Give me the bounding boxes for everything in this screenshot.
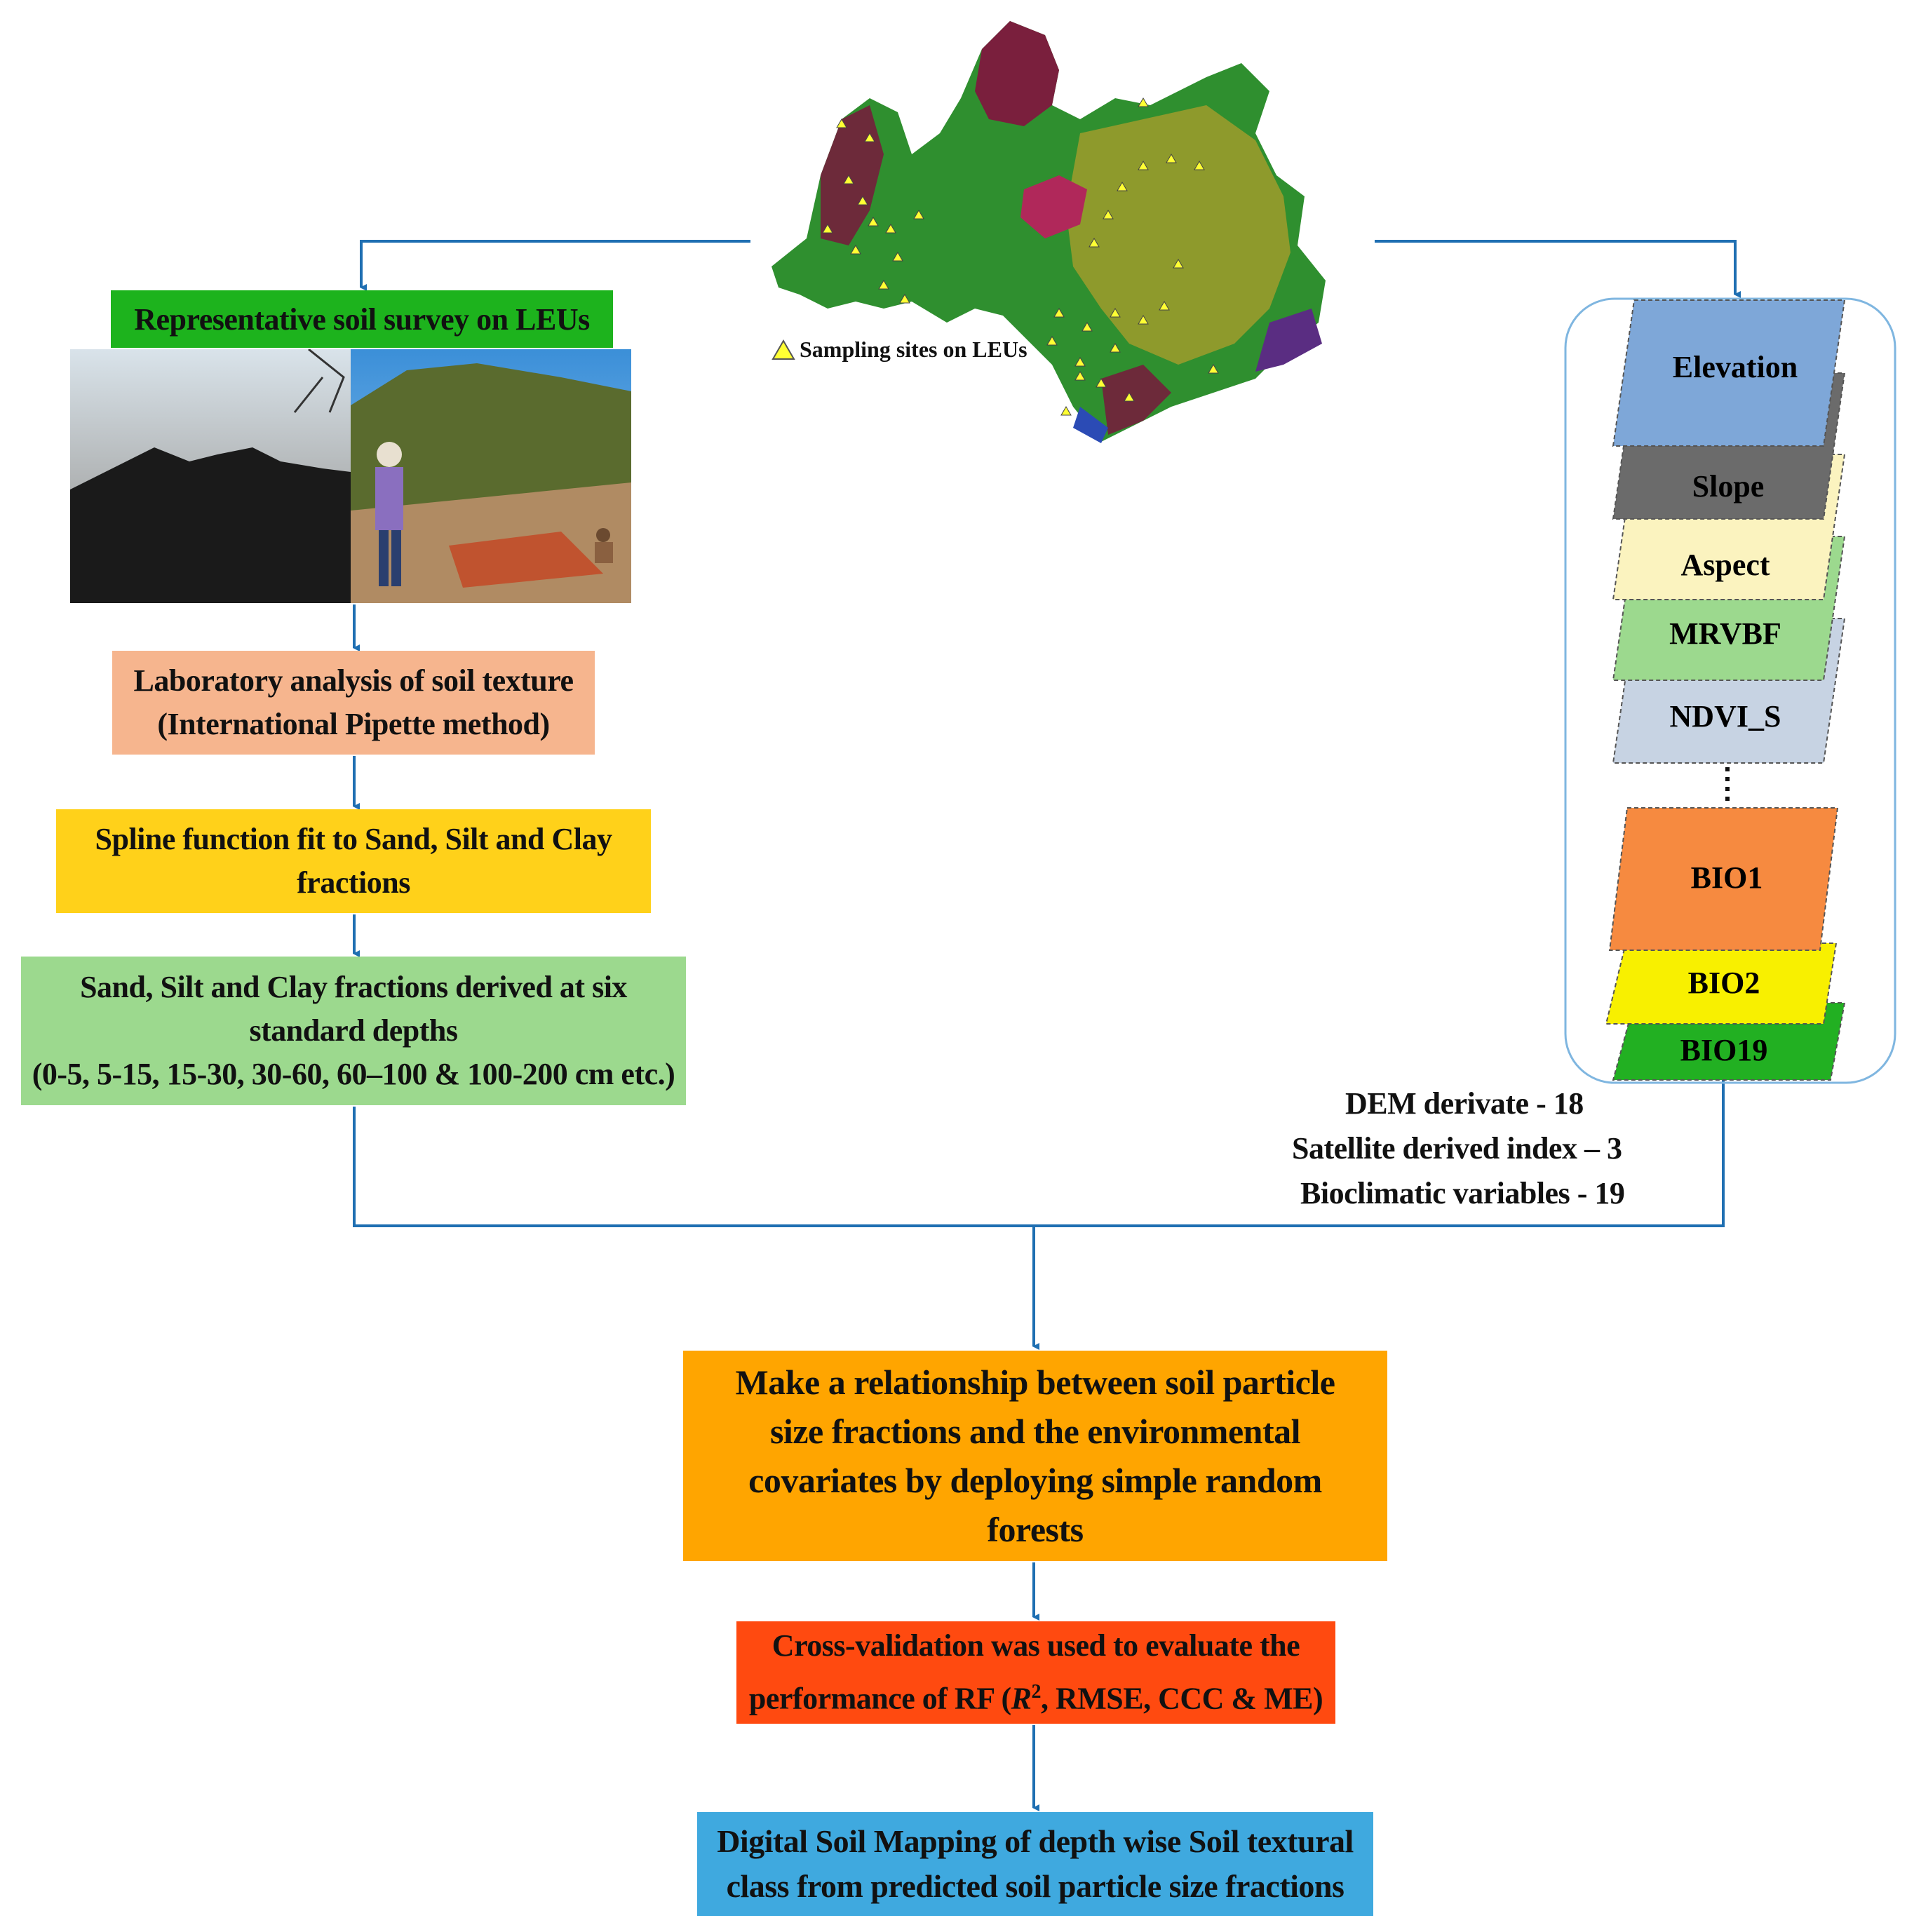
satellite-index-count: Satellite derived index – 3: [1292, 1131, 1622, 1166]
random-forest-step: Make a relationship between soil particl…: [683, 1351, 1387, 1561]
dem-derivate-count: DEM derivate - 18: [1345, 1086, 1584, 1121]
depth-fractions-line-3: (0-5, 5-15, 15-30, 30-60, 60–100 & 100-2…: [32, 1057, 675, 1091]
sampling-site-markers: [822, 97, 1219, 416]
r-squared-symbol: R: [1011, 1681, 1032, 1716]
map-unit-maroon-south: [1101, 365, 1171, 435]
study-area-map: [771, 21, 1326, 443]
spline-fit-line-2: fractions: [297, 865, 410, 900]
random-forest-line-3: covariates by deploying simple random: [748, 1461, 1322, 1500]
landscape-photo: [70, 349, 351, 603]
depth-fractions-step: Sand, Silt and Clay fractions derived at…: [21, 957, 686, 1105]
digital-soil-mapping-line-2: class from predicted soil particle size …: [726, 1868, 1345, 1904]
map-unit-purple: [975, 21, 1059, 126]
map-unit-magenta: [1020, 175, 1087, 238]
lab-analysis-line-1: Laboratory analysis of soil texture: [133, 663, 574, 698]
soil-survey-step: Representative soil survey on LEUs: [111, 290, 613, 348]
depth-fractions-line-2: standard depths: [249, 1013, 458, 1048]
cross-validation-line-1: Cross-validation was used to evaluate th…: [771, 1628, 1300, 1663]
bioclimatic-variable-count: Bioclimatic variables - 19: [1300, 1176, 1625, 1210]
cross-validation-line-2-pre: performance of RF (: [748, 1681, 1011, 1716]
lab-analysis-line-2: (International Pipette method): [157, 707, 550, 741]
random-forest-line-4: forests: [987, 1510, 1084, 1549]
field-survey-photos: [70, 349, 631, 603]
map-legend-label: Sampling sites on LEUs: [800, 337, 1027, 362]
depth-fractions-line-1: Sand, Silt and Clay fractions derived at…: [80, 970, 627, 1004]
soil-survey-label: Representative soil survey on LEUs: [134, 302, 590, 337]
map-unit-olive: [1066, 105, 1291, 365]
random-forest-line-1: Make a relationship between soil particl…: [735, 1363, 1335, 1402]
lab-analysis-step: Laboratory analysis of soil texture (Int…: [112, 651, 595, 755]
digital-soil-mapping-line-1: Digital Soil Mapping of depth wise Soil …: [717, 1823, 1354, 1859]
digital-soil-mapping-step: Digital Soil Mapping of depth wise Soil …: [697, 1812, 1373, 1916]
cross-validation-step: Cross-validation was used to evaluate th…: [736, 1621, 1335, 1724]
fieldwork-photo: [351, 349, 631, 603]
map-legend: Sampling sites on LEUs: [771, 337, 1027, 363]
sampling-site-icon: [771, 339, 795, 360]
r-squared-exponent: 2: [1031, 1681, 1041, 1703]
map-unit-blue: [1073, 407, 1108, 443]
cross-validation-line-2: performance of RF (R2, RMSE, CCC & ME): [749, 1669, 1323, 1722]
cross-validation-line-2-post: , RMSE, CCC & ME): [1040, 1681, 1323, 1716]
arrow-map-to-survey: [360, 240, 750, 291]
spline-fit-line-1: Spline function fit to Sand, Silt and Cl…: [95, 822, 612, 856]
spline-fit-step: Spline function fit to Sand, Silt and Cl…: [56, 809, 651, 913]
map-unit-violet: [1255, 309, 1322, 372]
line-fractions-to-merge: [353, 1080, 1725, 1227]
arrow-map-to-covariates: [1375, 240, 1741, 298]
random-forest-line-2: size fractions and the environmental: [769, 1412, 1301, 1451]
